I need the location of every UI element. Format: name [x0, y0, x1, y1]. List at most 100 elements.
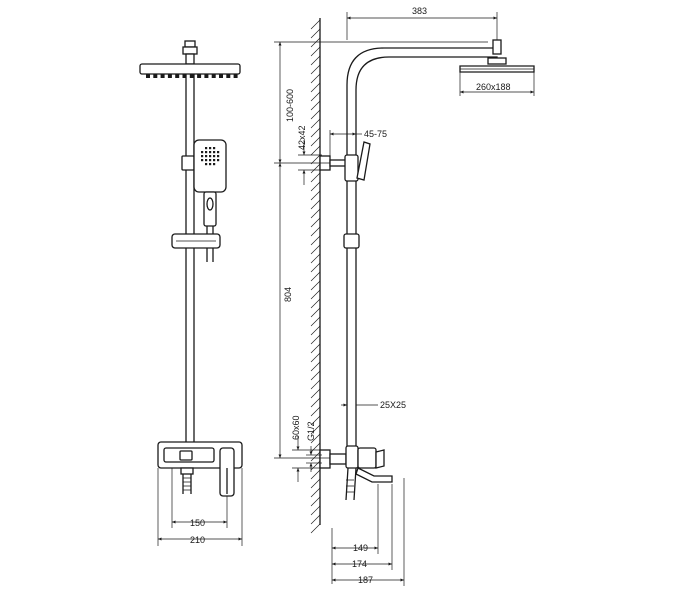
rain-nozzle [211, 74, 216, 78]
hand-nozzle [213, 155, 216, 158]
shower-arm [346, 39, 502, 160]
wall-hatch-line [310, 424, 321, 435]
hand-nozzle [205, 155, 208, 158]
hand-nozzle [213, 159, 216, 162]
dim-210-label: 210 [190, 535, 205, 545]
rain-nozzle [182, 74, 187, 78]
side-dimension-804: 804 [274, 163, 330, 459]
wall-hatch-line [310, 523, 321, 534]
wall-hatch-line [310, 352, 321, 363]
side-dimension-45-75: 45-75 [329, 129, 387, 156]
side-rain-head [459, 57, 535, 73]
side-dimension-383: 383 [346, 6, 498, 40]
wall-hatch-line [310, 280, 321, 291]
front-dimension-150: 150 [171, 468, 228, 528]
dim-174-label: 174 [352, 559, 367, 569]
rain-nozzle [189, 74, 194, 78]
hand-nozzle [217, 155, 220, 158]
wall-hatch-line [310, 388, 321, 399]
wall-hatch-line [310, 460, 321, 471]
wall-hatch-line [310, 136, 321, 147]
hand-nozzle [213, 151, 216, 154]
wall-hatch-line [310, 325, 321, 336]
front-view: 150 210 [139, 40, 243, 546]
side-slider [343, 233, 360, 249]
hand-nozzle [217, 159, 220, 162]
front-top-connector [182, 40, 198, 65]
wall-hatch-line [310, 100, 321, 111]
wall-hatch-line [310, 154, 321, 165]
wall-hatch-line [310, 235, 321, 246]
wall-hatch-line [310, 298, 321, 309]
side-dimension-187: 187 [332, 478, 405, 586]
side-dimension-260x188: 260x188 [459, 72, 535, 96]
dim-45-75-label: 45-75 [364, 129, 387, 139]
hand-nozzle [209, 163, 212, 166]
wall-hatch-line [310, 415, 321, 426]
wall-hatch-line [310, 397, 321, 408]
wall-hatch-line [310, 19, 321, 30]
wall-hatch-line [310, 64, 321, 75]
rain-nozzle [153, 74, 158, 78]
wall-hatch-line [310, 262, 321, 273]
hand-nozzle [209, 155, 212, 158]
hand-nozzle [209, 151, 212, 154]
dim-383-label: 383 [412, 6, 427, 16]
wall-hatch-line [310, 253, 321, 264]
hand-nozzle [201, 159, 204, 162]
side-view: 383 260x188 100-600 45-75 [274, 6, 535, 586]
dim-260x188-label: 260x188 [476, 82, 511, 92]
dim-100-600-label: 100-600 [285, 89, 295, 122]
wall-hatch-line [310, 496, 321, 507]
dim-g12-label: G1/2 [306, 421, 316, 441]
hand-nozzle [217, 151, 220, 154]
wall-hatch-line [310, 505, 321, 516]
wall-hatch-line [310, 334, 321, 345]
rain-nozzle [175, 74, 180, 78]
side-dimension-42x42: 42x42 [297, 125, 322, 185]
rain-nozzle [160, 74, 165, 78]
rain-nozzle [197, 74, 202, 78]
side-dimension-g12: G1/2 [306, 421, 322, 472]
side-hand-shower [356, 141, 371, 181]
side-dimension-149: 149 [331, 484, 379, 584]
wall-hatch-line [310, 316, 321, 327]
rain-nozzle [226, 74, 231, 78]
dim-187-label: 187 [358, 575, 373, 585]
hand-nozzle [209, 147, 212, 150]
wall-hatch-line [310, 190, 321, 201]
wall-hatch-line [310, 226, 321, 237]
wall-hatch-line [310, 82, 321, 93]
wall-hatch-line [310, 379, 321, 390]
front-riser-pipe [185, 74, 195, 442]
wall-hatch-line [310, 289, 321, 300]
dim-149-label: 149 [353, 543, 368, 553]
side-dimension-174: 174 [332, 484, 393, 570]
dim-60x60-label: 60x60 [291, 415, 301, 440]
side-mixer [319, 445, 393, 501]
rain-nozzle [146, 74, 150, 78]
wall-hatch-line [310, 469, 321, 480]
side-riser-pipe [346, 160, 357, 448]
wall-hatch-line [310, 55, 321, 66]
wall-hatch-line [310, 451, 321, 462]
front-mixer [157, 441, 243, 497]
side-dimension-25x25: 25X25 [341, 400, 406, 410]
dim-25x25-label: 25X25 [380, 400, 406, 410]
wall-hatch-line [310, 91, 321, 102]
wall-hatch-line [310, 28, 321, 39]
wall-hatch-line [310, 145, 321, 156]
wall-hatch-line [310, 181, 321, 192]
wall-hatch-line [310, 244, 321, 255]
hand-nozzle [205, 151, 208, 154]
wall-hatch-line [310, 307, 321, 318]
wall-hatch-line [310, 271, 321, 282]
dim-804-label: 804 [283, 287, 293, 302]
wall-hatch-line [310, 442, 321, 453]
hand-nozzle [213, 163, 216, 166]
wall-hatch-line [310, 118, 321, 129]
hand-nozzle [205, 147, 208, 150]
side-wall-bracket [319, 154, 359, 182]
wall-hatch-line [310, 37, 321, 48]
